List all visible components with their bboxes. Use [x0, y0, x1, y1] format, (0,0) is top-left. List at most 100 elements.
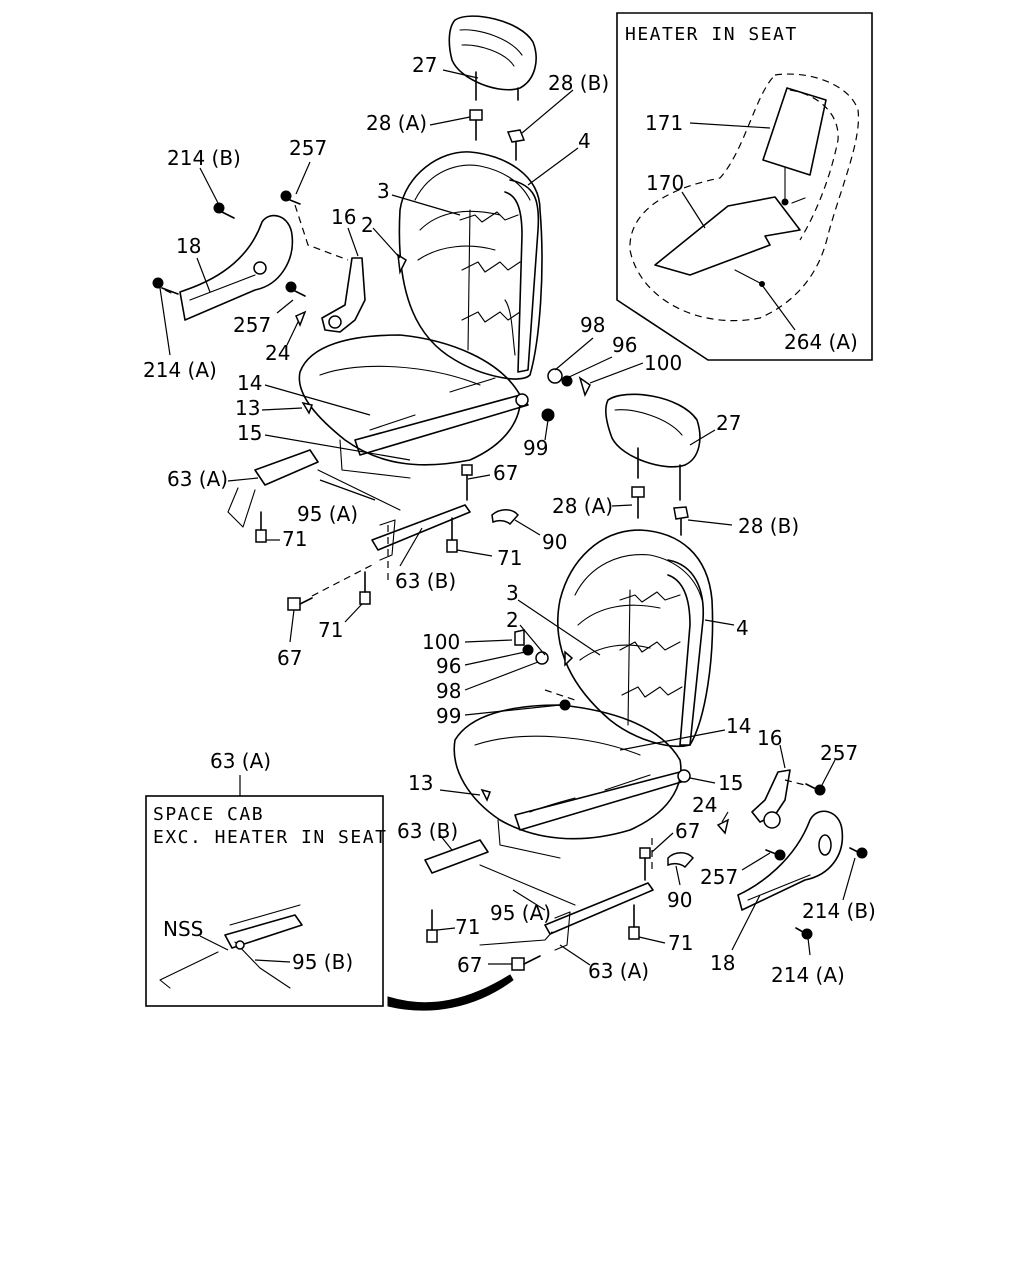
label-257: 257	[820, 741, 858, 765]
label-99: 99	[523, 436, 548, 460]
label-71: 71	[455, 915, 480, 939]
upper-seat-assembly: 27 28 (B) 28 (A) 4 3 2 16 257 214 (B) 18…	[143, 15, 682, 670]
spacecab-title-line2: EXC. HEATER IN SEAT	[153, 827, 387, 848]
label-90: 90	[667, 888, 692, 912]
upper-guide-28a	[469, 109, 483, 121]
upper-guide-28b	[506, 129, 526, 143]
heater-seat-inner	[789, 89, 839, 241]
label-15: 15	[237, 421, 262, 445]
lower-cushion-frame	[514, 771, 689, 831]
label-96: 96	[612, 333, 637, 357]
label-67: 67	[493, 461, 518, 485]
label-14: 14	[726, 714, 751, 738]
label-3: 3	[377, 179, 390, 203]
label-15: 15	[718, 771, 743, 795]
label-27: 27	[412, 53, 437, 77]
label-nss: NSS	[163, 917, 203, 941]
heater-back-pad	[762, 87, 827, 176]
label-13: 13	[408, 771, 433, 795]
label-4: 4	[578, 129, 591, 153]
lower-cushion	[453, 704, 682, 840]
spacecab-inset-frame	[145, 795, 384, 1007]
label-28a: 28 (A)	[366, 111, 427, 135]
label-24: 24	[692, 793, 717, 817]
label-3: 3	[506, 581, 519, 605]
label-71: 71	[497, 546, 522, 570]
upper-cushion	[298, 334, 522, 466]
label-14: 14	[237, 371, 262, 395]
lower-headrest	[605, 393, 701, 468]
label-100: 100	[644, 351, 682, 375]
spacecab-title-line1: SPACE CAB	[153, 804, 264, 825]
upper-rail-63b	[371, 504, 471, 551]
upper-handle-90	[491, 509, 519, 526]
lower-guide-28b	[673, 506, 689, 520]
label-18: 18	[710, 951, 735, 975]
label-63a-ref: 63 (A)	[210, 749, 271, 773]
heater-inset: HEATER IN SEAT 171 170 264 (A)	[616, 12, 873, 361]
label-71: 71	[318, 618, 343, 642]
label-95a: 95 (A)	[490, 901, 551, 925]
label-99: 99	[436, 704, 461, 728]
label-214a: 214 (A)	[771, 963, 845, 987]
lower-back-frame	[667, 559, 705, 746]
label-28a: 28 (A)	[552, 494, 613, 518]
label-63b: 63 (B)	[397, 819, 458, 843]
label-63a: 63 (A)	[588, 959, 649, 983]
label-71: 71	[282, 527, 307, 551]
label-257: 257	[700, 865, 738, 889]
heater-inset-title: HEATER IN SEAT	[625, 24, 798, 45]
label-214b: 214 (B)	[802, 899, 876, 923]
lower-leaders	[436, 429, 856, 966]
label-257: 257	[289, 136, 327, 160]
label-16: 16	[757, 726, 782, 750]
upper-rail-63a	[254, 449, 319, 486]
lower-handle-90	[667, 852, 694, 869]
label-13: 13	[235, 396, 260, 420]
label-16: 16	[331, 205, 356, 229]
label-63b: 63 (B)	[395, 569, 456, 593]
label-98: 98	[580, 313, 605, 337]
heater-connector	[781, 198, 789, 206]
inset-pointer-arrow	[387, 974, 514, 1011]
spacecab-inset: 63 (A) SPACE CAB EXC. HEATER IN SEAT NSS…	[145, 749, 387, 1007]
upper-leaders	[159, 69, 644, 643]
label-18: 18	[176, 234, 201, 258]
label-28b: 28 (B)	[738, 514, 799, 538]
lower-side-cover-18	[737, 810, 844, 911]
heater-inset-frame	[616, 12, 873, 361]
label-170: 170	[646, 171, 684, 195]
upper-headrest	[448, 15, 537, 91]
lower-seat-assembly: 27 28 (A) 28 (B) 3 2 4 100 96 98 99 14 1…	[397, 393, 876, 987]
label-214b: 214 (B)	[167, 146, 241, 170]
upper-recliner-16	[321, 257, 366, 333]
label-98: 98	[436, 679, 461, 703]
label-2: 2	[361, 213, 374, 237]
label-2: 2	[506, 608, 519, 632]
lower-guide-28a	[631, 486, 645, 498]
label-4: 4	[736, 616, 749, 640]
label-96: 96	[436, 654, 461, 678]
heater-cushion-pad	[654, 196, 801, 276]
upper-cushion-frame	[354, 394, 529, 456]
label-257: 257	[233, 313, 271, 337]
lower-rail-63a	[544, 882, 654, 935]
upper-back-frame	[504, 179, 540, 373]
upper-screws	[152, 190, 591, 422]
label-67: 67	[277, 646, 302, 670]
label-171: 171	[645, 111, 683, 135]
lower-rail-63b	[424, 839, 489, 874]
label-95a: 95 (A)	[297, 502, 358, 526]
label-95b: 95 (B)	[292, 950, 353, 974]
label-71: 71	[668, 931, 693, 955]
upper-side-cover-18	[179, 214, 294, 321]
label-63a: 63 (A)	[167, 467, 228, 491]
heater-seat-outline	[629, 73, 860, 322]
lower-seatback	[556, 529, 714, 748]
label-264a: 264 (A)	[784, 330, 858, 354]
label-24: 24	[265, 341, 290, 365]
label-90: 90	[542, 530, 567, 554]
label-27: 27	[716, 411, 741, 435]
